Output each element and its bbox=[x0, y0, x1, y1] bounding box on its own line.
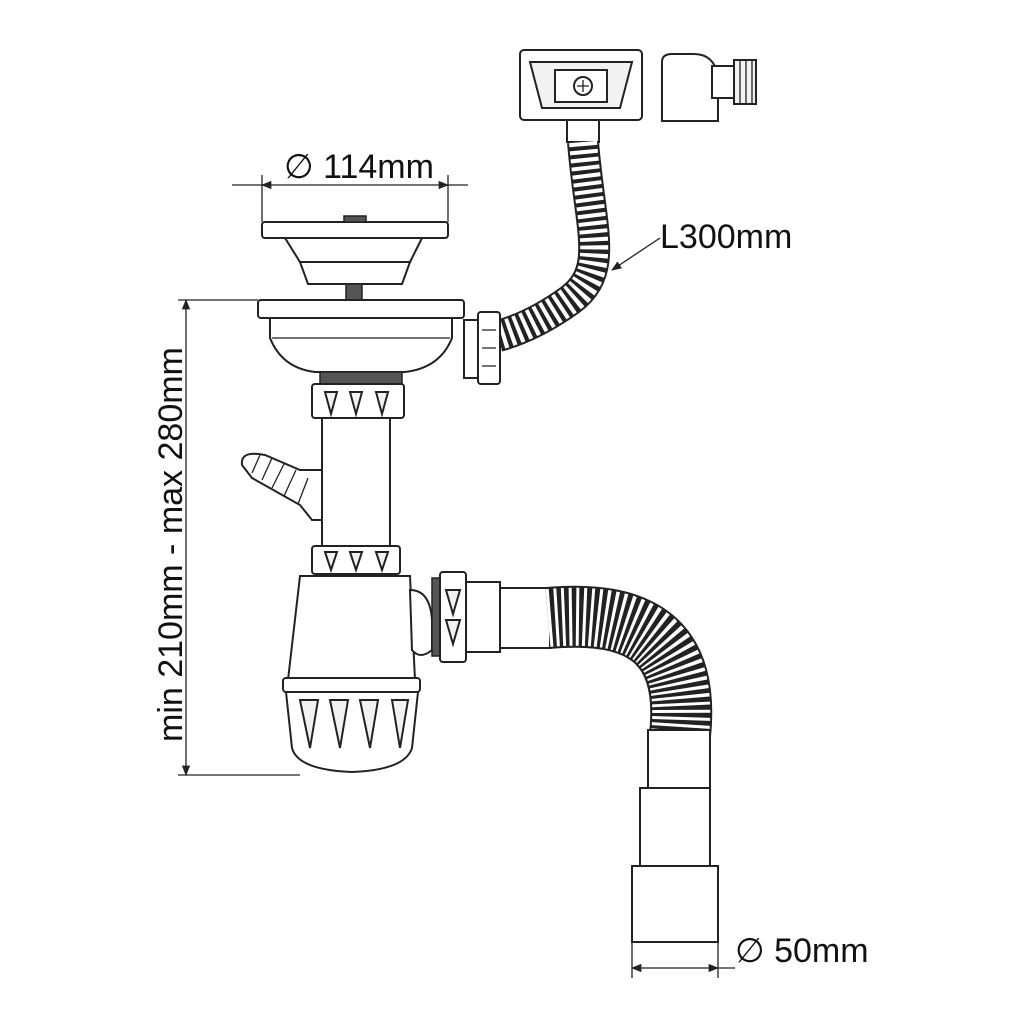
strainer-basket bbox=[261, 215, 449, 303]
overflow-box bbox=[519, 49, 643, 121]
tail-pipe bbox=[321, 417, 391, 547]
height-dimension bbox=[178, 298, 300, 777]
strainer-diameter-dimension bbox=[232, 175, 468, 222]
outlet-diameter-dimension bbox=[630, 942, 735, 978]
height-range-label: min 210mm - max 280mm bbox=[152, 347, 190, 742]
strainer-diameter-label: ∅ 114mm bbox=[284, 148, 434, 186]
overflow-connector bbox=[463, 311, 501, 385]
trap-nut bbox=[311, 545, 401, 575]
overflow-box-neck bbox=[566, 119, 600, 143]
outlet-pipe bbox=[631, 729, 719, 943]
overflow-hose-length-label: L300mm bbox=[660, 218, 792, 256]
appliance-inlet bbox=[240, 452, 323, 521]
trap-outlet-connector bbox=[431, 571, 551, 663]
bottle-trap bbox=[282, 575, 433, 774]
outlet-corrugated-hose bbox=[545, 585, 713, 739]
sink-outlet-body bbox=[257, 299, 465, 419]
overflow-elbow-connector bbox=[661, 53, 757, 122]
hose-length-leader bbox=[611, 237, 661, 271]
outlet-diameter-label: ∅ 50mm bbox=[735, 932, 869, 970]
overflow-hose bbox=[493, 140, 611, 352]
